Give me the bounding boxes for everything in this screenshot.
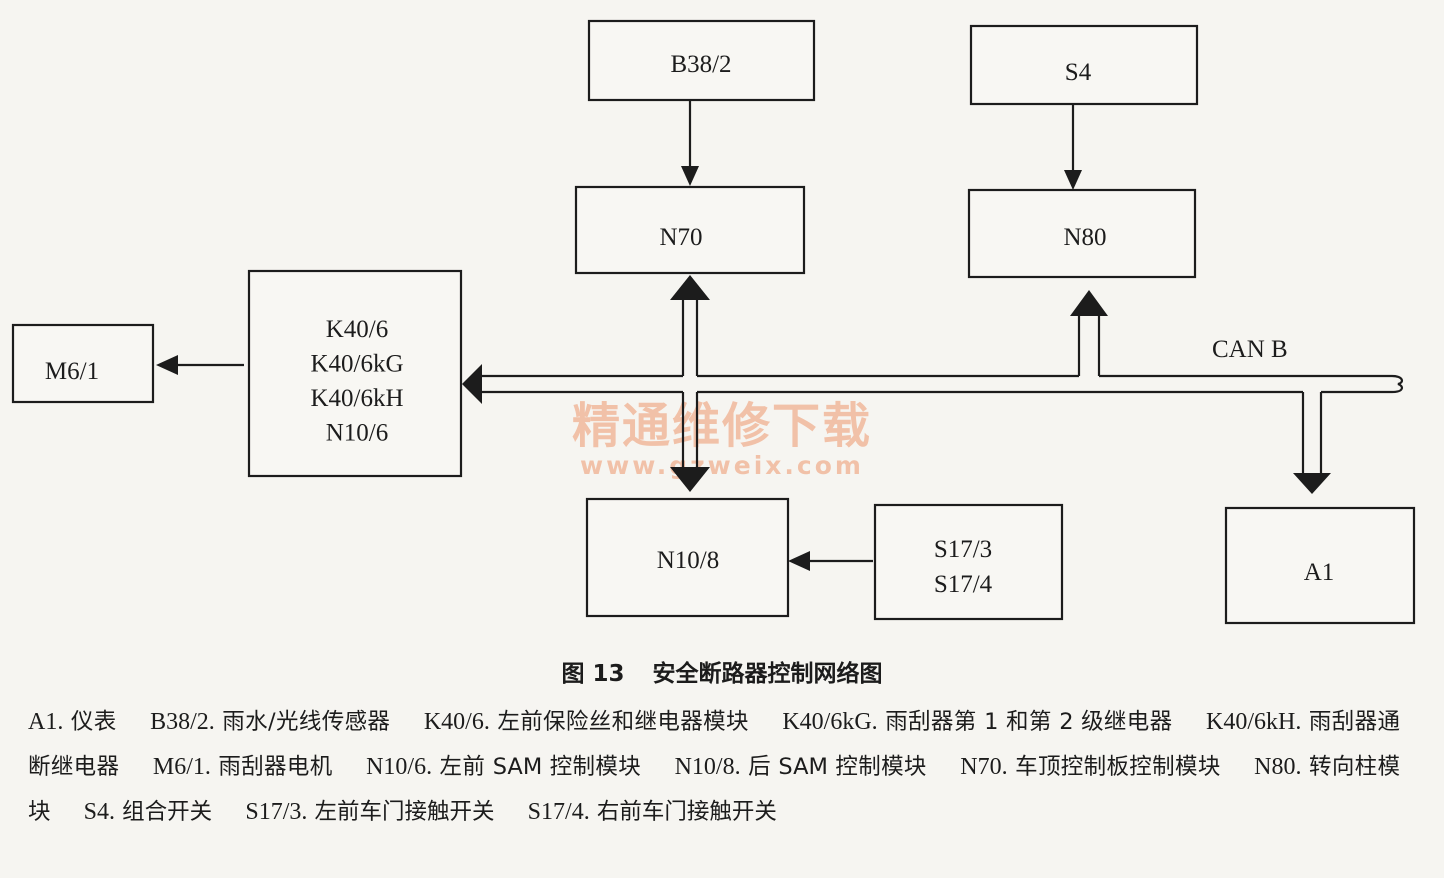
bus-arrow-to-n70 [670, 275, 710, 300]
node-n10-8: N10/8 [585, 497, 790, 618]
node-label-line: B38/2 [670, 51, 731, 78]
legend-description: 雨刮器通断继电器 [28, 709, 1400, 780]
arrow-s17-to-n10-8 [788, 551, 810, 571]
legend-code: K40/6kG. [782, 709, 878, 735]
node-label-line: N70 [659, 224, 702, 251]
node-n10-8-label: N10/8 [657, 547, 720, 574]
node-label-line: S17/4 [934, 571, 993, 598]
bus-arrow-to-n80 [1070, 290, 1108, 316]
figure-title: 安全断路器控制网络图 [652, 661, 883, 687]
legend-description: 组合开关 [115, 799, 213, 825]
legend-code: M6/1. [152, 754, 211, 780]
node-a1: A1 [1224, 506, 1416, 625]
legend-item: S4. 组合开关 [84, 799, 213, 825]
figure-number: 图 13 [561, 661, 625, 687]
legend-description: 右前车门接触开关 [589, 799, 777, 825]
legend-item: B38/2. 雨水/光线传感器 [150, 709, 390, 735]
legend-description: 雨水/光线传感器 [214, 709, 391, 735]
node-label-line: K40/6 [326, 316, 389, 343]
node-label-line: S17/3 [934, 536, 992, 563]
bus-branch-n70-upper [681, 298, 699, 376]
arrow-s4-to-n80 [1064, 170, 1082, 190]
legend-description: 雨刮器电机 [210, 754, 333, 780]
legend-item: N70. 车顶控制板控制模块 [960, 754, 1220, 780]
legend-code: S4. [83, 799, 116, 825]
node-n80-label: N80 [1063, 224, 1106, 251]
legend-item: N80. 转向柱模块 [28, 754, 1400, 825]
legend-description: 车顶控制板控制模块 [1007, 754, 1221, 780]
can-bus-label: CAN B [1212, 336, 1288, 363]
node-label-line: K40/6kH [310, 385, 403, 412]
legend-code: S17/3. [245, 799, 308, 825]
node-s4-label: S4 [1065, 59, 1092, 86]
legend-code: S17/4. [527, 799, 590, 825]
legend-code: N80. [1254, 754, 1302, 780]
legend-code: K40/6kH. [1206, 709, 1302, 735]
node-s4: S4 [969, 24, 1199, 106]
node-b38-2-label: B38/2 [670, 51, 731, 78]
legend: A1. 仪表 B38/2. 雨水/光线传感器 K40/6. 左前保险丝和继电器模… [28, 700, 1400, 835]
node-label-line: K40/6kG [310, 351, 403, 378]
arrow-k40-to-m6 [156, 355, 178, 375]
bus-branch-n10-8 [681, 392, 699, 468]
legend-item: K40/6kG. 雨刮器第 1 和第 2 级继电器 [782, 709, 1172, 735]
node-m6-1: M6/1 [11, 323, 155, 404]
legend-code: B38/2. [150, 709, 215, 735]
legend-description: 仪表 [63, 709, 117, 735]
legend-item: S17/4. 右前车门接触开关 [528, 799, 777, 825]
node-label-line: S4 [1065, 59, 1092, 86]
legend-item: K40/6kH. 雨刮器通断继电器 [28, 709, 1400, 780]
legend-item: K40/6. 左前保险丝和继电器模块 [424, 709, 749, 735]
watermark-title: 精通维修下载 [572, 398, 872, 454]
node-label-line: N10/6 [326, 420, 389, 447]
node-n80: N80 [967, 188, 1197, 279]
bus-branch-a1 [1301, 392, 1323, 474]
watermark-url: www.gzweix.com [580, 451, 864, 480]
bus-arrow-to-n10-8 [670, 467, 710, 492]
legend-description: 后 SAM 控制模块 [740, 754, 927, 780]
legend-code: N10/8. [674, 754, 741, 780]
legend-item: M6/1. 雨刮器电机 [153, 754, 333, 780]
node-label-line: N10/8 [657, 547, 720, 574]
legend-code: K40/6. [423, 709, 490, 735]
legend-code: A1. [28, 709, 64, 735]
can-bus: CAN B [462, 275, 1403, 494]
node-label-line: A1 [1304, 559, 1335, 586]
legend-description: 雨刮器第 1 和第 2 级继电器 [877, 709, 1173, 735]
can-bus-break-mark [1391, 374, 1403, 394]
bus-branch-n80 [1077, 315, 1101, 376]
legend-item: N10/6. 左前 SAM 控制模块 [366, 754, 641, 780]
node-b38-2: B38/2 [587, 19, 816, 102]
legend-item: N10/8. 后 SAM 控制模块 [675, 754, 927, 780]
legend-description: 转向柱模块 [28, 754, 1401, 825]
node-label-line: N80 [1063, 224, 1106, 251]
legend-item: A1. 仪表 [28, 709, 117, 735]
legend-description: 左前 SAM 控制模块 [432, 754, 642, 780]
network-diagram: 精通维修下载 www.gzweix.com CAN B B38/2 [11, 19, 1416, 625]
legend-code: N70. [960, 754, 1008, 780]
node-label-line: M6/1 [45, 358, 99, 385]
legend-code: N10/6. [366, 754, 433, 780]
connectors [156, 100, 1082, 571]
legend-description: 左前车门接触开关 [307, 799, 495, 825]
watermark: 精通维修下载 www.gzweix.com [572, 398, 872, 480]
figure-caption: 图 13 安全断路器控制网络图 [0, 654, 1444, 688]
node-n70-label: N70 [659, 224, 702, 251]
bus-arrow-to-a1 [1293, 473, 1331, 494]
arrow-b38-to-n70 [681, 166, 699, 186]
node-a1-label: A1 [1304, 559, 1335, 586]
node-n70: N70 [574, 185, 806, 275]
bus-arrow-to-k40 [462, 364, 482, 404]
legend-item: S17/3. 左前车门接触开关 [245, 799, 494, 825]
legend-description: 左前保险丝和继电器模块 [489, 709, 749, 735]
node-m6-1-label: M6/1 [45, 358, 99, 385]
